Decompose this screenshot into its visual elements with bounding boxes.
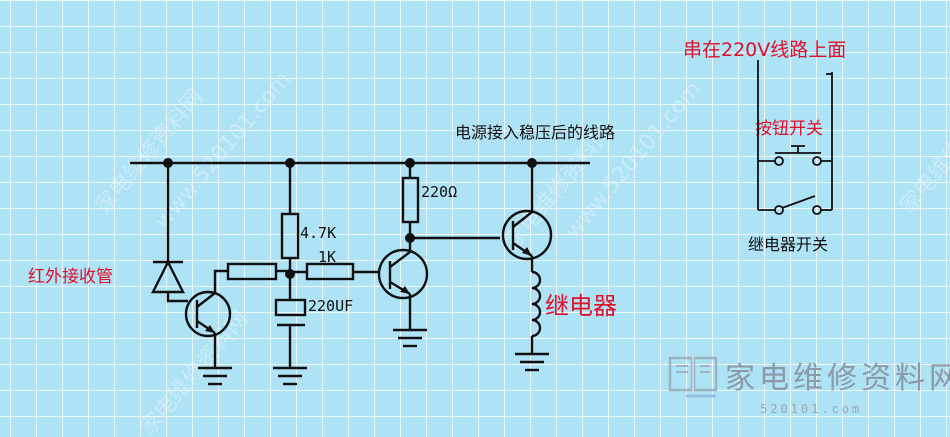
watermark-text: 家电维修资料网 [135, 307, 253, 437]
resistor-220-ohm [401, 176, 420, 224]
ground-q2 [393, 328, 427, 348]
switch-assembly [757, 60, 833, 215]
resistor-r2 [226, 262, 278, 281]
capacitor-220uf [273, 298, 307, 386]
resistor-4-7k [280, 212, 300, 260]
logo-url: 520101.com [760, 402, 862, 416]
ir-receiver-label: 红外接收管 [28, 267, 113, 287]
watermark-url: www.520101.com [150, 67, 296, 234]
ground-relay [515, 352, 549, 372]
transistor-q1 [184, 269, 232, 368]
relay-switch-label: 继电器开关 [748, 235, 828, 254]
resistor-1k-label: 1K [318, 248, 336, 266]
transistor-q2 [377, 238, 429, 330]
junction-dot [285, 269, 295, 279]
ground-q1 [198, 366, 232, 386]
button-switch-label: 按钮开关 [755, 119, 823, 139]
push-button-switch [758, 145, 832, 166]
capacitor-label: 220UF [308, 297, 353, 315]
relay-coil [531, 270, 542, 338]
series-note: 串在220V线路上面 [683, 39, 846, 61]
site-logo: 家电维修资料网 520101.com [668, 352, 950, 416]
book-icon [668, 352, 718, 398]
watermark-text: 家电维修资料网 [895, 85, 950, 219]
resistor-220-label: 220Ω [421, 183, 457, 201]
transistor-q3 [501, 163, 553, 272]
logo-title: 家电维修资料网 [725, 361, 950, 396]
relay-label: 继电器 [545, 292, 617, 320]
relay-contact-switch [758, 195, 832, 215]
resistor-4-7k-label: 4.7K [300, 224, 336, 242]
ir-receiver-diode [151, 163, 188, 303]
resistor-1k [305, 262, 355, 281]
power-line-label: 电源接入稳压后的线路 [455, 123, 615, 142]
